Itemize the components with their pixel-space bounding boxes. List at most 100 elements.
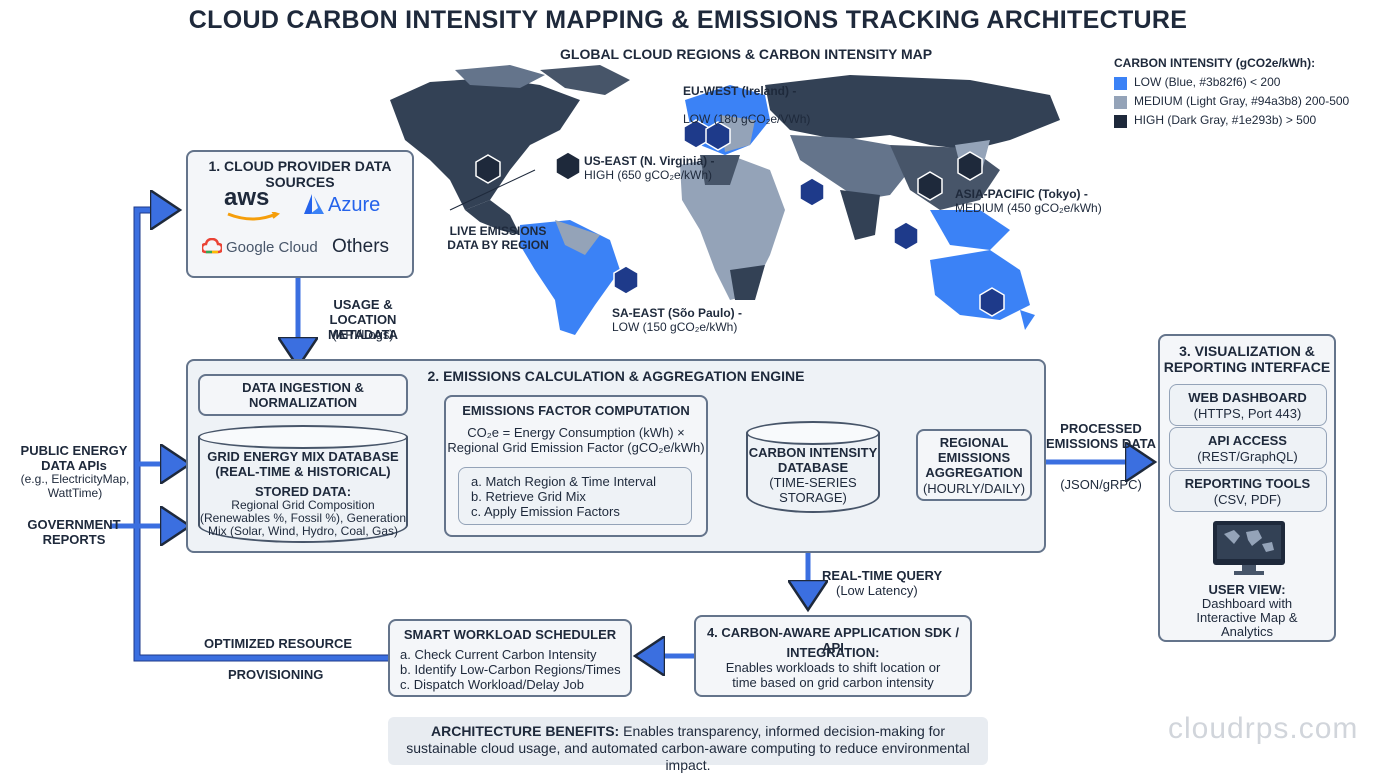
user-view-body: Dashboard with Interactive Map & Analyti… xyxy=(1196,596,1298,639)
map-south-america xyxy=(520,220,620,335)
map-south-africa xyxy=(730,265,765,300)
world-map xyxy=(390,65,1060,335)
legend-swatch-low xyxy=(1114,77,1127,90)
azure-label: Azure xyxy=(328,194,381,216)
region-label-us-east: US-EAST (N. Virginia) - HIGH (650 gCO₂e/… xyxy=(584,154,714,182)
grid-db-stored-label: STORED DATA: xyxy=(254,484,352,499)
legend-label-high: HIGH (Dark Gray, #1e293b) > 500 xyxy=(1134,113,1317,127)
map-greenland xyxy=(540,65,630,95)
optimized-resource-label: OPTIMIZED RESOURCE xyxy=(204,636,353,651)
map-australia xyxy=(930,250,1030,320)
usage-metadata-sub: (API/Logs) xyxy=(332,327,394,342)
sdk-panel: 4. CARBON-AWARE APPLICATION SDK / API IN… xyxy=(694,615,972,697)
region-marker-me xyxy=(799,177,825,207)
ci-db-sub: (TIME-SERIES STORAGE) xyxy=(769,475,857,505)
region-marker-us-west xyxy=(475,154,501,184)
api-access-sub: (REST/GraphQL) xyxy=(1197,449,1298,464)
region-marker-singapore xyxy=(893,221,919,251)
region-name-us-east: US-EAST (N. Virginia) - xyxy=(584,154,715,168)
factor-formula: CO₂e = Energy Consumption (kWh) × Region… xyxy=(447,425,705,455)
public-energy-label: PUBLIC ENERGY DATA APIs xyxy=(20,443,128,473)
provisioning-label: PROVISIONING xyxy=(228,667,324,682)
region-value-sa-east: LOW (150 gCO₂e/kWh) xyxy=(612,320,738,334)
aws-logo: aws xyxy=(224,184,270,211)
usage-metadata-label: USAGE & LOCATION METADATA xyxy=(327,297,399,342)
api-access-item: API ACCESS (REST/GraphQL) xyxy=(1169,427,1327,469)
factor-step: b. Retrieve Grid Mix xyxy=(471,489,586,504)
aggregation-sub: (HOURLY/DAILY) xyxy=(922,481,1026,496)
others-label: Others xyxy=(332,236,390,257)
scheduler-step: c. Dispatch Workload/Delay Job xyxy=(400,677,585,692)
reporting-tools-item: REPORTING TOOLS (CSV, PDF) xyxy=(1169,470,1327,512)
ci-db-cylinder xyxy=(746,433,880,513)
scheduler-step: b. Identify Low-Carbon Regions/Times xyxy=(400,662,621,677)
realtime-query-label: REAL-TIME QUERY xyxy=(822,568,943,583)
aggregation-title: REGIONAL EMISSIONS AGGREGATION xyxy=(925,435,1023,480)
map-canada-arctic xyxy=(455,65,545,88)
monitor-icon xyxy=(1213,521,1285,575)
web-dashboard-sub: (HTTPS, Port 443) xyxy=(1193,406,1302,421)
scheduler-panel: SMART WORKLOAD SCHEDULER a. Check Curren… xyxy=(388,619,632,697)
factor-title: EMISSIONS FACTOR COMPUTATION xyxy=(462,403,690,418)
realtime-query-sub: (Low Latency) xyxy=(836,583,918,598)
public-energy-sub: (e.g., ElectricityMap, WattTime) xyxy=(20,472,130,500)
google-cloud-icon xyxy=(202,238,222,254)
region-marker-tokyo xyxy=(917,171,943,201)
processed-data-sub: (JSON/gRPC) xyxy=(1060,477,1142,492)
legend-title: CARBON INTENSITY (gCO2e/kWh): xyxy=(1114,56,1316,70)
benefits-text: ARCHITECTURE BENEFITS: Enables transpare… xyxy=(394,723,982,774)
region-label-eu-west: EU-WEST (Ireland) - LOW (180 gCO₂e/VWh) xyxy=(683,70,810,126)
map-heading: GLOBAL CLOUD REGIONS & CARBON INTENSITY … xyxy=(560,46,933,62)
region-marker-sydney xyxy=(979,287,1005,317)
user-view-title: USER VIEW: xyxy=(1208,582,1286,597)
engine-panel: 2. EMISSIONS CALCULATION & AGGREGATION E… xyxy=(186,359,1046,553)
visualization-heading: 3. VISUALIZATION & REPORTING INTERFACE xyxy=(1163,343,1331,375)
region-marker-japan-north xyxy=(957,151,983,181)
map-north-africa xyxy=(700,155,740,185)
region-marker-us-east xyxy=(555,151,581,181)
factor-step: a. Match Region & Time Interval xyxy=(471,474,656,489)
ingestion-box: DATA INGESTION & NORMALIZATION xyxy=(198,374,408,416)
engine-heading: 2. EMISSIONS CALCULATION & AGGREGATION E… xyxy=(427,368,805,384)
region-name-sa-east: SA-EAST (Sõo Paulo) - xyxy=(612,306,742,320)
ingestion-label: DATA INGESTION & NORMALIZATION xyxy=(242,380,364,410)
reporting-tools-sub: (CSV, PDF) xyxy=(1213,492,1282,507)
map-north-america xyxy=(390,78,580,210)
aws-smile-icon xyxy=(227,212,280,221)
ci-db-title: CARBON INTENSITY DATABASE xyxy=(748,445,878,475)
map-central-america xyxy=(465,200,520,235)
government-reports-label: GOVERNMENT REPORTS xyxy=(27,517,121,547)
map-sa-north xyxy=(555,220,600,255)
map-india xyxy=(840,190,880,240)
visualization-panel: 3. VISUALIZATION & REPORTING INTERFACE W… xyxy=(1158,334,1336,642)
benefits-label: ARCHITECTURE BENEFITS: xyxy=(430,723,620,739)
processed-data-label: PROCESSED EMISSIONS DATA xyxy=(1045,421,1157,451)
aggregation-box: REGIONAL EMISSIONS AGGREGATION (HOURLY/D… xyxy=(916,429,1032,501)
grid-db-title: GRID ENERGY MIX DATABASE (REAL-TIME & HI… xyxy=(207,449,399,479)
legend: LOW (Blue, #3b82f6) < 200 MEDIUM (Light … xyxy=(1114,75,1364,135)
live-data-pointer xyxy=(449,169,536,211)
reporting-tools-title: REPORTING TOOLS xyxy=(1184,476,1311,491)
map-se-asia xyxy=(930,210,1010,250)
scheduler-heading: SMART WORKLOAD SCHEDULER xyxy=(403,627,617,642)
optimized-provisioning-arrow xyxy=(134,210,390,661)
region-value-asia-pacific: MEDIUM (450 gCO₂e/kWh) xyxy=(955,201,1102,215)
region-name-eu-west: EU-WEST (Ireland) - xyxy=(683,84,797,98)
sdk-integration-label: INTEGRATION: xyxy=(786,645,880,660)
azure-logo-icon xyxy=(304,194,324,214)
watermark: cloudrps.com xyxy=(1168,712,1359,745)
legend-swatch-medium xyxy=(1114,96,1127,109)
map-new-zealand xyxy=(1020,310,1035,330)
web-dashboard-title: WEB DASHBOARD xyxy=(1188,390,1307,405)
sdk-heading: 4. CARBON-AWARE APPLICATION SDK / API xyxy=(706,625,960,655)
legend-swatch-high xyxy=(1114,115,1127,128)
ci-db-cylinder-top xyxy=(746,421,880,445)
google-cloud-label: Google Cloud xyxy=(226,239,318,256)
live-emissions-label: LIVE EMISSIONS DATA BY REGION xyxy=(447,224,549,252)
legend-label-low: LOW (Blue, #3b82f6) < 200 xyxy=(1134,75,1281,89)
sdk-body: Enables workloads to shift location or t… xyxy=(725,660,941,690)
page-title: CLOUD CARBON INTENSITY MAPPING & EMISSIO… xyxy=(188,6,1188,34)
grid-db-body: Regional Grid Composition (Renewables %,… xyxy=(199,498,407,538)
region-label-asia-pacific: ASIA-PACIFIC (Tokyo) - MEDIUM (450 gCO₂e… xyxy=(955,187,1102,215)
